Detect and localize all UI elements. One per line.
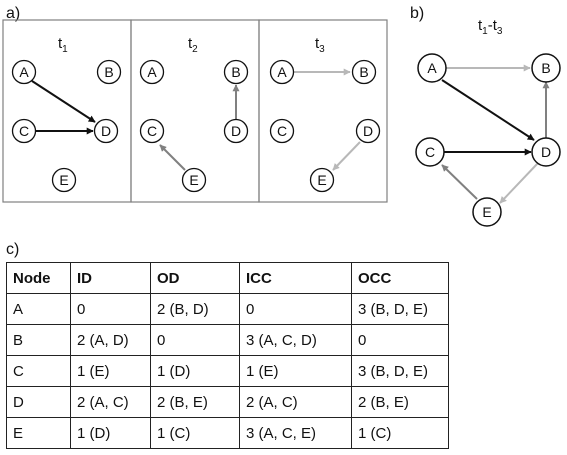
table-cell: 2 (A, C) [70, 386, 151, 418]
aggregate-label: t1-t3 [478, 17, 503, 37]
table-cell: 1 (C) [351, 417, 449, 449]
table-cell: 3 (B, D, E) [351, 355, 449, 387]
table-cell: 3 (B, D, E) [351, 293, 449, 325]
edge-agg-a-d [441, 79, 535, 141]
table-cell: 3 (A, C, E) [239, 417, 352, 449]
table-cell: 1 (E) [239, 355, 352, 387]
svg-text:B: B [231, 64, 240, 80]
node-t2-c: C [139, 118, 165, 144]
node-t1-e: E [51, 167, 77, 193]
table-cell: 0 [150, 324, 240, 356]
svg-text:A: A [147, 64, 157, 80]
node-t3-c: C [269, 118, 295, 144]
node-t3-a: A [269, 59, 295, 85]
table-cell: 1 (E) [70, 355, 151, 387]
table-cell: 2 (A, C) [239, 386, 352, 418]
svg-text:A: A [427, 60, 437, 76]
table-cell: 1 (D) [70, 417, 151, 449]
node-t2-d: D [223, 118, 249, 144]
table-row: A 0 2 (B, D) 0 3 (B, D, E) [6, 293, 449, 325]
temporal-network-figure: a) b) t1 t2 t3 A B C D E A B C D E A B C… [2, 5, 561, 258]
node-agg-a: A [417, 53, 447, 83]
svg-text:A: A [19, 64, 29, 80]
table-cell: 1 (C) [150, 417, 240, 449]
node-t2-a: A [139, 59, 165, 85]
svg-text:C: C [425, 144, 435, 160]
svg-text:E: E [189, 172, 198, 188]
svg-text:D: D [363, 123, 373, 139]
node-t3-b: B [351, 59, 377, 85]
edge-t3-d-e [332, 141, 361, 171]
table-row: B 2 (A, D) 0 3 (A, C, D) 0 [6, 324, 449, 356]
table-cell: A [6, 293, 71, 325]
table-cell: 2 (B, E) [351, 386, 449, 418]
node-t1-c: C [11, 118, 37, 144]
table-header-row: Node ID OD ICC OCC [6, 262, 449, 294]
svg-text:C: C [147, 123, 157, 139]
frame-t3 [258, 19, 388, 203]
svg-text:D: D [101, 123, 111, 139]
svg-text:C: C [277, 123, 287, 139]
svg-text:D: D [541, 144, 551, 160]
svg-text:E: E [59, 172, 68, 188]
time-label-t3: t3 [315, 35, 325, 55]
svg-text:A: A [277, 64, 287, 80]
table-cell: D [6, 386, 71, 418]
svg-text:B: B [359, 64, 368, 80]
table-cell: 2 (A, D) [70, 324, 151, 356]
table-cell: 2 (B, E) [150, 386, 240, 418]
panel-label-b: b) [410, 5, 424, 22]
node-t1-a: A [11, 59, 37, 85]
header-occ: OCC [351, 262, 449, 294]
header-id: ID [70, 262, 151, 294]
table-row: C 1 (E) 1 (D) 1 (E) 3 (B, D, E) [6, 355, 449, 387]
table-cell: C [6, 355, 71, 387]
svg-text:E: E [317, 172, 326, 188]
header-icc: ICC [239, 262, 352, 294]
node-t2-b: B [223, 59, 249, 85]
edge-t1-a-d [31, 80, 96, 123]
centrality-table: Node ID OD ICC OCC A 0 2 (B, D) 0 3 (B, … [6, 262, 449, 449]
time-label-t2: t2 [188, 35, 198, 55]
table-cell: 1 (D) [150, 355, 240, 387]
edge-agg-d-e [499, 162, 539, 204]
svg-text:C: C [19, 123, 29, 139]
node-agg-d: D [531, 137, 561, 167]
svg-text:D: D [231, 123, 241, 139]
node-t1-d: D [93, 118, 119, 144]
node-t2-e: E [181, 167, 207, 193]
node-agg-c: C [415, 137, 445, 167]
node-agg-b: B [531, 53, 561, 83]
table-cell: 3 (A, C, D) [239, 324, 352, 356]
panel-label-a: a) [6, 5, 20, 22]
edge-t2-e-c [159, 144, 186, 171]
table-cell: 0 [351, 324, 449, 356]
time-label-t1: t1 [58, 35, 68, 55]
edge-agg-e-c [441, 164, 478, 200]
node-agg-e: E [472, 197, 502, 227]
table-row: D 2 (A, C) 2 (B, E) 2 (A, C) 2 (B, E) [6, 386, 449, 418]
panel-label-c: c) [6, 241, 19, 258]
table-cell: 0 [239, 293, 352, 325]
svg-text:B: B [104, 64, 113, 80]
node-t3-d: D [355, 118, 381, 144]
header-node: Node [6, 262, 71, 294]
node-t1-b: B [96, 59, 122, 85]
svg-text:E: E [482, 204, 491, 220]
table-cell: E [6, 417, 71, 449]
table-cell: B [6, 324, 71, 356]
table-cell: 0 [70, 293, 151, 325]
node-t3-e: E [309, 167, 335, 193]
table-cell: 2 (B, D) [150, 293, 240, 325]
table-row: E 1 (D) 1 (C) 3 (A, C, E) 1 (C) [6, 417, 449, 449]
svg-text:B: B [541, 60, 550, 76]
header-od: OD [150, 262, 240, 294]
